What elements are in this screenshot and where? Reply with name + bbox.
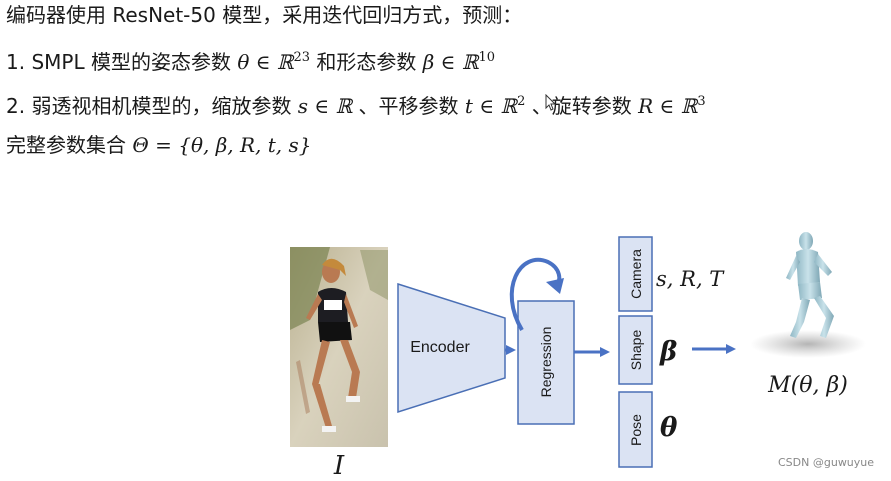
model-output-label: M(θ, β) [767, 373, 848, 398]
line2-middle: 和形态参数 [310, 50, 423, 74]
iterative-feedback-arrow [509, 258, 562, 332]
line4-prefix: 完整参数集合 [6, 133, 133, 157]
theta-set-expression: Θ = {θ, β, R, t, s} [132, 133, 312, 157]
beta-superscript: 10 [478, 50, 496, 65]
camera-label: Camera [628, 249, 644, 299]
text-line-1: 编码器使用 ResNet-50 模型，采用迭代回归方式，预测： [6, 3, 523, 27]
t-superscript: 2 [517, 94, 526, 109]
shape-label: Shape [628, 330, 644, 371]
text-line-3: 2. 弱透视相机模型的，缩放参数 s ∈ ℝ 、平移参数 t ∈ ℝ2 、旋转参… [6, 88, 706, 120]
encoder-block [397, 282, 506, 414]
line3-mid1: 、平移参数 [352, 94, 465, 118]
pose-output-label: θ [660, 413, 678, 443]
pose-label: Pose [628, 414, 644, 446]
regression-label: Regression [538, 327, 554, 398]
camera-output-label: s, R, T [656, 267, 725, 291]
shape-output-label: β [659, 337, 677, 367]
encoder-label: Encoder [410, 339, 470, 356]
beta-expression: β ∈ ℝ [422, 50, 479, 74]
csdn-watermark: CSDN @guwuyue [778, 456, 875, 469]
text-line-4: 完整参数集合 Θ = {θ, β, R, t, s} [6, 131, 312, 159]
r-expression: R ∈ ℝ [638, 94, 698, 118]
text-cursor-icon [545, 94, 556, 111]
pose-block [618, 391, 653, 468]
t-expression: t ∈ ℝ [464, 94, 518, 118]
line2-prefix: 1. SMPL 模型的姿态参数 [6, 50, 238, 74]
camera-block [618, 236, 653, 312]
shape-block [618, 315, 653, 385]
theta-expression: θ ∈ ℝ [237, 50, 294, 74]
r-superscript: 3 [697, 94, 706, 109]
smpl-mesh-figure [750, 232, 866, 358]
regression-block [517, 300, 575, 425]
feedback-arrowhead [546, 278, 564, 294]
line3-prefix: 2. 弱透视相机模型的，缩放参数 [6, 94, 298, 118]
input-image [290, 247, 388, 447]
s-expression: s ∈ ℝ [297, 94, 353, 118]
text-line-2: 1. SMPL 模型的姿态参数 θ ∈ ℝ23 和形态参数 β ∈ ℝ10 [6, 44, 495, 76]
theta-superscript: 23 [293, 50, 311, 65]
input-label: I [333, 451, 345, 481]
